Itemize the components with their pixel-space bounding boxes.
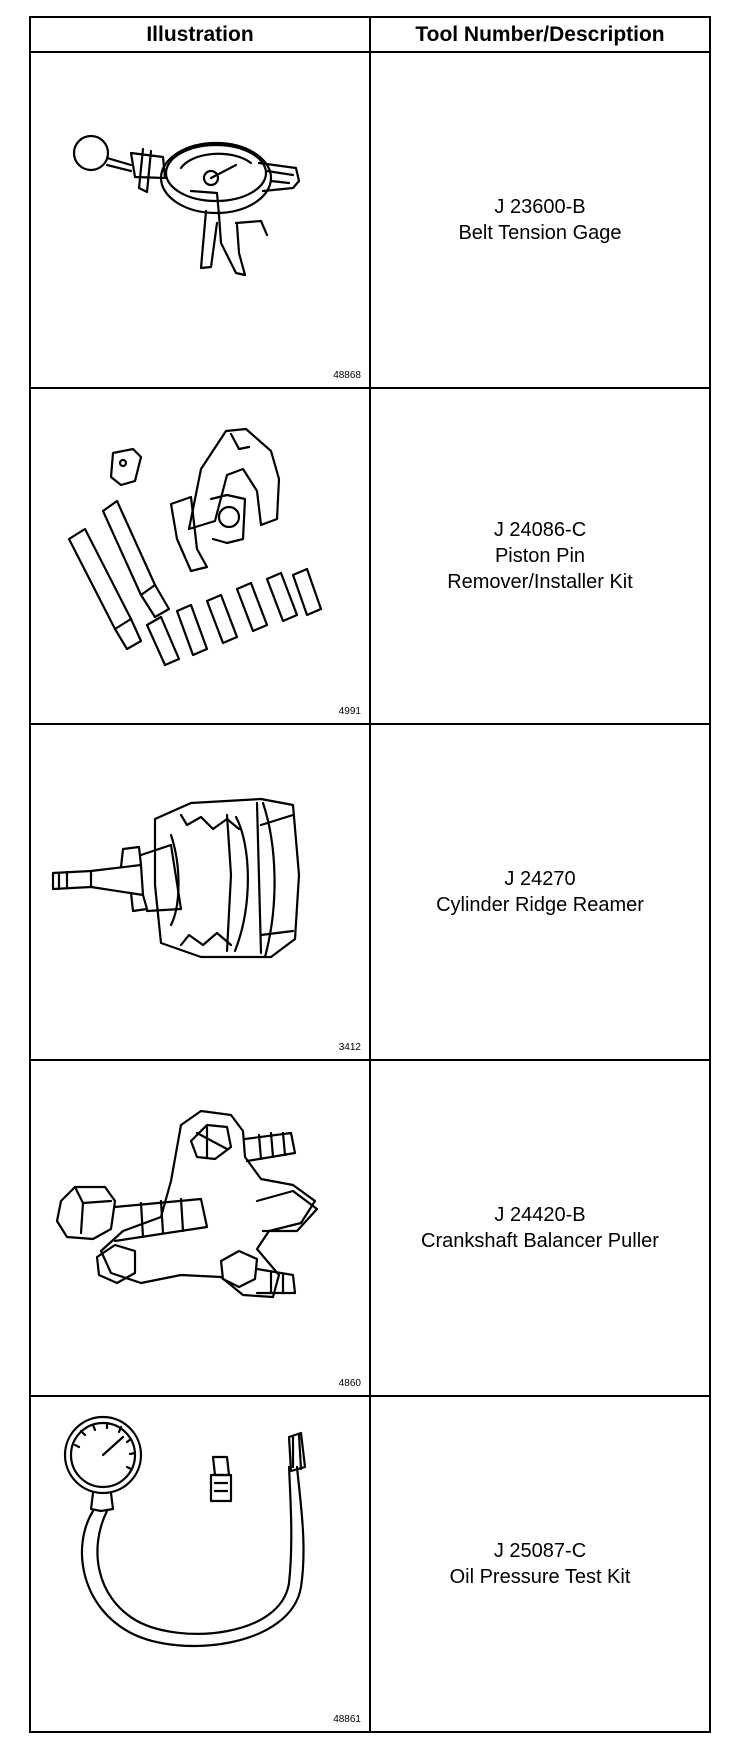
figure-number: 48868 bbox=[333, 370, 361, 381]
tool-description: Piston Pin Remover/Installer Kit bbox=[447, 545, 633, 593]
figure-number: 3412 bbox=[338, 1042, 361, 1053]
table-row: 4860 J 24420-B Crankshaft Balancer Pulle… bbox=[29, 1059, 711, 1397]
piston-pin-kit-icon bbox=[67, 427, 323, 667]
description-cell: J 24270 Cylinder Ridge Reamer bbox=[369, 723, 711, 1061]
tool-description: Belt Tension Gage bbox=[458, 222, 622, 244]
table-row: 3412 J 24270 Cylinder Ridge Reamer bbox=[29, 723, 711, 1061]
header-illustration: Illustration bbox=[29, 16, 371, 53]
oil-pressure-kit-icon bbox=[63, 1415, 307, 1648]
tool-description: Cylinder Ridge Reamer bbox=[436, 894, 644, 916]
tool-number: J 24270 bbox=[504, 868, 576, 890]
header-tool-number-description: Tool Number/Description bbox=[369, 16, 711, 53]
figure-number: 4991 bbox=[338, 706, 361, 717]
tool-description: Oil Pressure Test Kit bbox=[449, 1566, 631, 1588]
illustration-cell: 4860 bbox=[29, 1059, 371, 1397]
illustration-cell: 48868 bbox=[29, 51, 371, 389]
special-tools-table: Illustration Tool Number/Description bbox=[29, 16, 711, 1733]
figure-number: 4860 bbox=[338, 1378, 361, 1389]
illustration-cell: 4991 bbox=[29, 387, 371, 725]
description-cell: J 24420-B Crankshaft Balancer Puller bbox=[369, 1059, 711, 1397]
table-row: 4991 J 24086-C Piston Pin Remover/Instal… bbox=[29, 387, 711, 725]
illustration-cell: 3412 bbox=[29, 723, 371, 1061]
table-header-row: Illustration Tool Number/Description bbox=[29, 16, 711, 53]
belt-tension-gage-icon bbox=[72, 134, 301, 277]
table-row: 48861 J 25087-C Oil Pressure Test Kit bbox=[29, 1395, 711, 1733]
ridge-reamer-icon bbox=[51, 797, 301, 959]
tool-number: J 24086-C bbox=[493, 519, 587, 541]
tool-number: J 24420-B bbox=[494, 1204, 586, 1226]
tool-number: J 23600-B bbox=[494, 196, 586, 218]
figure-number: 48861 bbox=[333, 1714, 361, 1725]
description-cell: J 24086-C Piston Pin Remover/Installer K… bbox=[369, 387, 711, 725]
description-cell: J 23600-B Belt Tension Gage bbox=[369, 51, 711, 389]
description-cell: J 25087-C Oil Pressure Test Kit bbox=[369, 1395, 711, 1733]
balancer-puller-icon bbox=[55, 1109, 319, 1299]
tool-description: Crankshaft Balancer Puller bbox=[421, 1230, 659, 1252]
illustration-cell: 48861 bbox=[29, 1395, 371, 1733]
table-row: 48868 J 23600-B Belt Tension Gage bbox=[29, 51, 711, 389]
tool-number: J 25087-C bbox=[493, 1540, 587, 1562]
